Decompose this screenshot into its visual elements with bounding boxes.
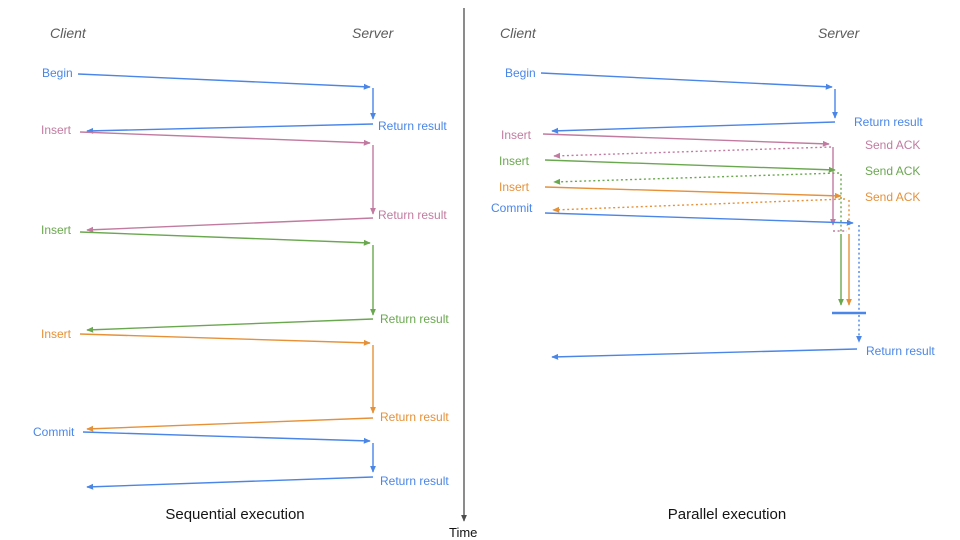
time-axis-label: Time bbox=[449, 525, 477, 540]
begin-return-line bbox=[551, 121, 836, 134]
begin-return-line bbox=[86, 123, 374, 134]
diagram-caption: Sequential execution bbox=[165, 506, 304, 523]
server-actor-label: Server bbox=[352, 25, 395, 41]
ack-return-line bbox=[553, 146, 832, 159]
commit-request-line bbox=[82, 431, 371, 444]
commit-request-line bbox=[544, 212, 854, 226]
insert-return-line bbox=[86, 417, 374, 432]
server-actor-label: Server bbox=[818, 25, 861, 41]
commit-message-label: Commit bbox=[33, 425, 75, 439]
insert-message-label: Insert bbox=[499, 154, 530, 168]
ack-return-line bbox=[552, 198, 846, 213]
begin-message-label: Begin bbox=[505, 66, 536, 80]
insert-request-line bbox=[544, 186, 842, 199]
send-ack-label: Send ACK bbox=[865, 138, 920, 152]
client-actor-label: Client bbox=[500, 25, 537, 41]
return-result-label: Return result bbox=[378, 208, 447, 222]
parallel-diagram: Client Server Begin Return result Insert… bbox=[491, 25, 935, 523]
commit-return-line bbox=[86, 476, 374, 490]
commit-return-line bbox=[551, 348, 858, 360]
commit-message-label: Commit bbox=[491, 201, 533, 215]
return-result-label: Return result bbox=[380, 312, 449, 326]
insert-message-label: Insert bbox=[499, 180, 530, 194]
begin-request-line bbox=[540, 72, 833, 90]
return-result-label: Return result bbox=[380, 410, 449, 424]
begin-request-line bbox=[77, 73, 371, 90]
insert-message-label: Insert bbox=[41, 327, 72, 341]
sequential-diagram: Client Server Begin Return result Insert… bbox=[33, 25, 449, 523]
insert-message-label: Insert bbox=[501, 128, 532, 142]
ack-return-line bbox=[553, 172, 840, 185]
insert-request-line bbox=[542, 133, 830, 147]
insert-return-line bbox=[86, 217, 374, 233]
insert-request-line bbox=[544, 159, 836, 173]
diagram-caption: Parallel execution bbox=[668, 506, 786, 523]
return-result-label: Return result bbox=[866, 344, 935, 358]
client-actor-label: Client bbox=[50, 25, 87, 41]
insert-return-line bbox=[86, 318, 374, 333]
begin-message-label: Begin bbox=[42, 66, 73, 80]
return-result-label: Return result bbox=[378, 119, 447, 133]
return-result-label: Return result bbox=[380, 474, 449, 488]
insert-message-label: Insert bbox=[41, 223, 72, 237]
insert-request-line bbox=[79, 231, 371, 246]
return-result-label: Return result bbox=[854, 115, 923, 129]
insert-request-line bbox=[79, 131, 371, 146]
send-ack-label: Send ACK bbox=[865, 190, 920, 204]
insert-message-label: Insert bbox=[41, 123, 72, 137]
insert-request-line bbox=[79, 333, 371, 346]
send-ack-label: Send ACK bbox=[865, 164, 920, 178]
